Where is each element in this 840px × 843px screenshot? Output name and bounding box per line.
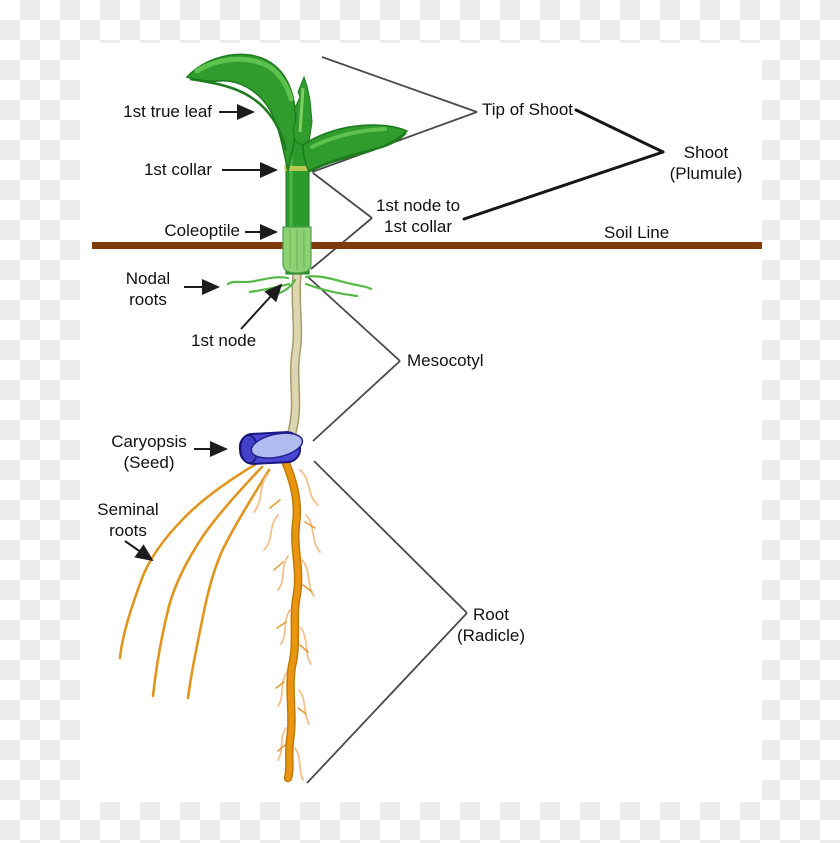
caryopsis-label: Caryopsis (Seed) xyxy=(99,431,199,473)
coleoptile-graphic xyxy=(282,226,312,274)
caryopsis-label-line2: (Seed) xyxy=(123,453,175,472)
right-leaf-graphic xyxy=(302,124,409,174)
root-pointer-upper xyxy=(313,460,468,614)
node-to-collar-pointer-upper xyxy=(312,172,373,219)
seminal-roots-label: Seminal roots xyxy=(86,499,170,541)
tip-of-shoot-label: Tip of Shoot xyxy=(482,100,574,119)
leaves-graphic xyxy=(185,53,409,174)
seminal-root xyxy=(186,468,271,700)
first-node-label: 1st node xyxy=(191,331,257,350)
caryopsis-label-line1: Caryopsis xyxy=(111,432,187,451)
root-radicle-label: Root (Radicle) xyxy=(441,604,541,646)
radicle-root-hairs xyxy=(253,469,321,781)
node-to-collar-label-line2: 1st collar xyxy=(383,217,453,236)
tip-of-shoot-pointer-upper xyxy=(321,56,478,113)
node-to-collar-label: 1st node to 1st collar xyxy=(366,195,470,237)
nodal-roots-label-line2: roots xyxy=(129,290,167,309)
coleoptile-label: Coleoptile xyxy=(164,221,240,240)
radicle-root xyxy=(282,458,301,781)
first-true-leaf-graphic xyxy=(185,53,297,172)
label-arrows xyxy=(124,104,283,562)
seminal-roots-label-line1: Seminal xyxy=(97,500,159,519)
mesocotyl-label: Mesocotyl xyxy=(407,351,484,370)
plumule-bracket xyxy=(462,108,665,221)
mesocotyl-pointer-upper xyxy=(307,276,401,362)
seminal-root xyxy=(118,462,258,660)
shoot-plumule-label-line1: Shoot xyxy=(683,143,729,162)
plumule-bracket-lower xyxy=(462,150,665,221)
soil-line-label: Soil Line xyxy=(604,223,670,242)
root-radicle-label-line1: Root xyxy=(473,605,509,624)
mesocotyl-pointer-lower xyxy=(312,360,401,442)
root-radicle-label-line2: (Radicle) xyxy=(456,626,526,645)
seminal-roots-graphic xyxy=(118,462,271,700)
pointer-lines xyxy=(306,56,478,784)
seed-graphic xyxy=(238,431,304,465)
first-true-leaf-label: 1st true leaf xyxy=(123,102,212,121)
seminal-roots-arrow xyxy=(124,540,154,562)
plumule-bracket-upper xyxy=(574,108,665,154)
seminal-roots-label-line2: roots xyxy=(109,521,147,540)
root-pointer-lower xyxy=(306,612,468,784)
seminal-root xyxy=(151,465,264,698)
diagram-background xyxy=(80,43,762,802)
shoot-plumule-label-line2: (Plumule) xyxy=(669,164,743,183)
node-to-collar-label-line1: 1st node to xyxy=(375,196,461,215)
nodal-roots-label-line1: Nodal xyxy=(125,269,171,288)
soil-line-bar xyxy=(92,242,762,249)
nodal-roots-label: Nodal roots xyxy=(106,268,190,310)
collar-band xyxy=(284,166,309,171)
shoot-plumule-label: Shoot (Plumule) xyxy=(645,142,767,184)
first-node-arrow xyxy=(240,283,283,330)
radicle-side-ticks xyxy=(269,499,316,752)
first-collar-label: 1st collar xyxy=(143,160,212,179)
